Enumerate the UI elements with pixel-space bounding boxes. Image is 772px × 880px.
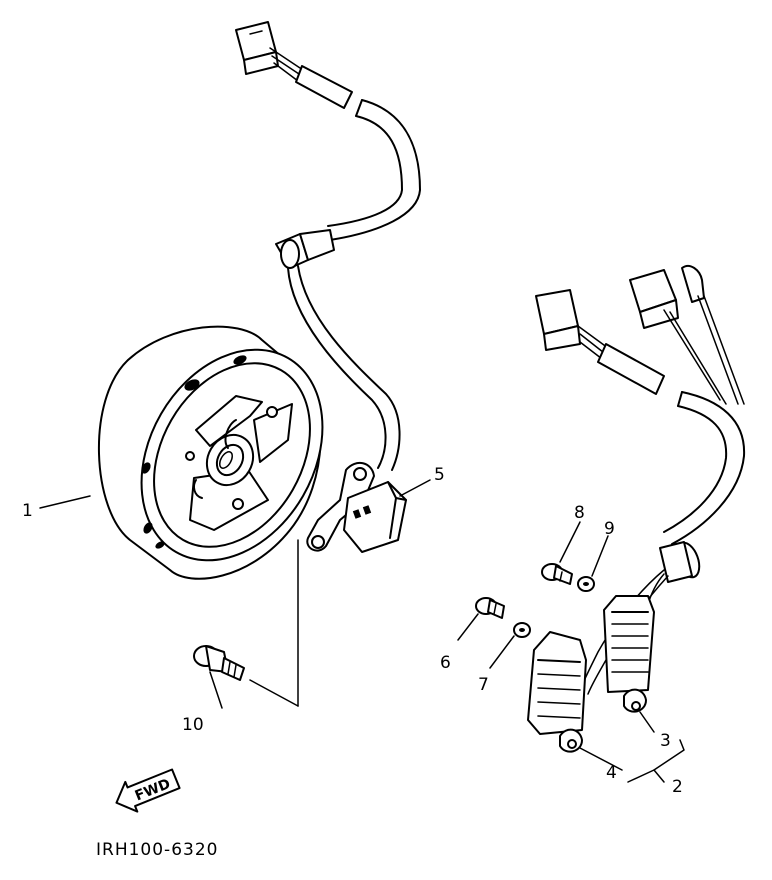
screw-6 — [475, 597, 505, 619]
callout-7: 7 — [478, 675, 489, 695]
leader-lines — [39, 479, 685, 783]
fwd-arrow-icon: FWD — [115, 768, 181, 813]
right-harness — [535, 264, 746, 695]
right-connector-b — [629, 264, 745, 405]
callout-1: 1 — [22, 501, 33, 521]
callout-5: 5 — [434, 465, 445, 485]
flywheel-rotor — [97, 325, 324, 580]
upper-harness — [235, 21, 421, 471]
source-coil-4 — [527, 631, 587, 753]
callout-6: 6 — [440, 653, 451, 673]
upper-grommet — [275, 229, 335, 269]
source-coil-3 — [603, 595, 655, 713]
screw-8 — [541, 563, 573, 585]
callout-labels: 1 2 3 4 5 6 7 8 9 10 — [22, 465, 683, 797]
callout-4: 4 — [606, 763, 617, 783]
callout-8: 8 — [574, 503, 585, 523]
pulser-coil — [306, 461, 407, 553]
callout-9: 9 — [604, 519, 615, 539]
callout-10: 10 — [182, 715, 204, 735]
drawing-code: IRH100-6320 — [96, 840, 218, 860]
screw-10 — [193, 645, 245, 681]
upper-connector — [235, 21, 303, 85]
right-connector-a — [535, 289, 609, 363]
callout-3: 3 — [660, 731, 671, 751]
washer-7 — [513, 622, 531, 638]
right-grommet — [659, 541, 701, 583]
washer-9 — [577, 576, 595, 592]
leader-10 — [249, 539, 299, 707]
callout-2: 2 — [672, 777, 683, 797]
